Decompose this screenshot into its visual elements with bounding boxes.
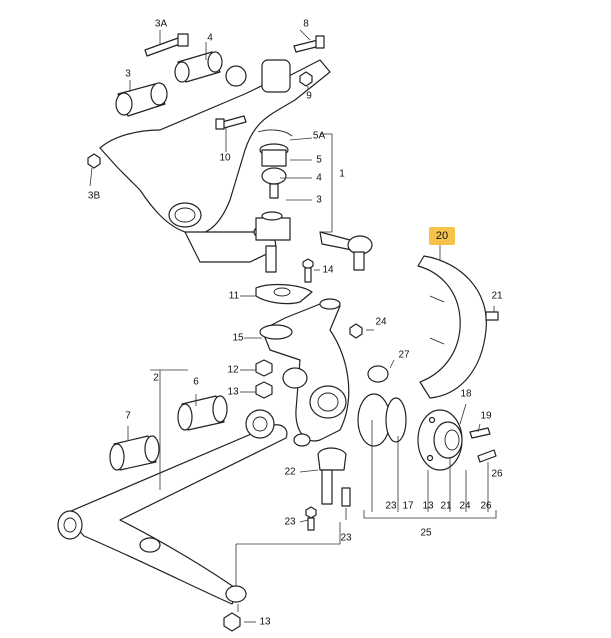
ball-joint	[253, 129, 293, 273]
group-callout-23: 23	[385, 500, 397, 512]
leader-lines	[89, 29, 497, 623]
bottom-nut	[223, 612, 241, 632]
callout-1: 1	[339, 168, 345, 180]
lower-control-arm	[57, 424, 288, 605]
callout-5A: 5A	[312, 130, 326, 142]
callout-9: 9	[306, 90, 312, 102]
callout-21: 21	[491, 290, 503, 302]
callout-4-top: 4	[207, 32, 213, 44]
upper-bushings	[115, 51, 291, 117]
steering-knuckle	[259, 298, 389, 447]
callout-13-bottom: 13	[259, 616, 271, 628]
group-callout-13: 13	[422, 500, 434, 512]
callout-14: 14	[322, 264, 334, 276]
callout-23-right: 23	[340, 532, 352, 544]
callout-25: 25	[420, 527, 432, 539]
callout-12: 12	[227, 364, 239, 376]
group-callout-17: 17	[402, 500, 414, 512]
callout-6: 6	[193, 376, 199, 388]
group-callout-24: 24	[459, 500, 471, 512]
brake-shield	[417, 255, 499, 399]
callout-5: 5	[316, 154, 322, 166]
mount-plate	[255, 283, 313, 305]
callout-3B: 3B	[87, 190, 101, 202]
callout-7: 7	[125, 410, 131, 422]
wheel-bolts	[469, 427, 497, 463]
highlighted-callout-20: 20	[429, 227, 455, 245]
callout-24: 24	[375, 316, 387, 328]
callout-22: 22	[284, 466, 296, 478]
callout-3-top: 3	[125, 68, 131, 80]
callout-23-left: 23	[284, 516, 296, 528]
lower-bolts	[305, 447, 351, 531]
callout-15: 15	[232, 332, 244, 344]
callout-26-side: 26	[491, 468, 503, 480]
upper-control-arm	[99, 59, 331, 263]
callout-10: 10	[219, 152, 231, 164]
callout-20-label: 20	[435, 230, 449, 242]
callout-8: 8	[303, 18, 309, 30]
callout-18: 18	[460, 388, 472, 400]
lower-bushings	[109, 395, 275, 471]
callout-3-right: 3	[316, 194, 322, 206]
left-nuts	[255, 359, 273, 399]
top-bolts	[87, 33, 325, 169]
callout-3A: 3A	[154, 18, 168, 30]
group-callout-26: 26	[480, 500, 492, 512]
tie-rod-end	[302, 231, 373, 283]
callout-19: 19	[480, 410, 492, 422]
callout-27: 27	[398, 349, 410, 361]
callout-4-right: 4	[316, 172, 322, 184]
callout-2: 2	[153, 372, 159, 384]
wheel-hub	[357, 393, 463, 471]
callout-13-left: 13	[227, 386, 239, 398]
group-callout-21: 21	[440, 500, 452, 512]
callout-11: 11	[228, 290, 240, 302]
